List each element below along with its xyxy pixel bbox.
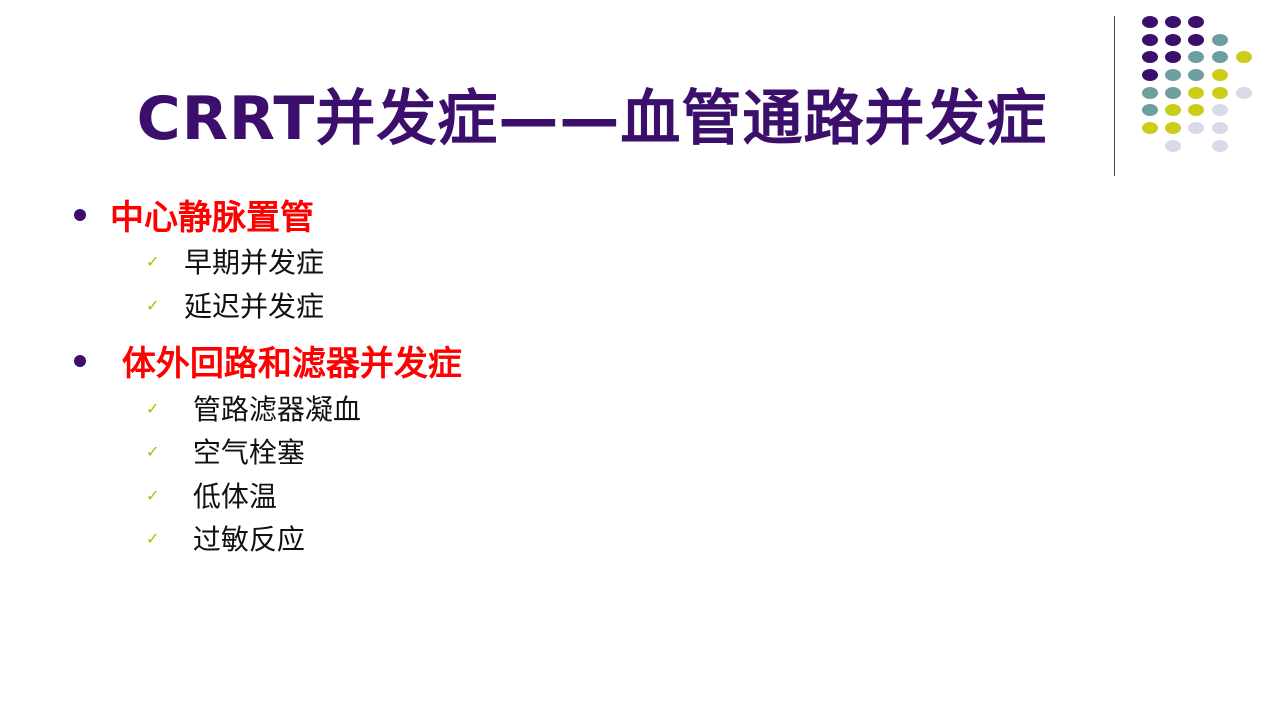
decorative-dot-grid	[0, 0, 1280, 200]
check-mark-icon: ✓	[146, 528, 160, 548]
sub-item-text: 早期并发症	[184, 246, 325, 279]
check-mark-icon: ✓	[146, 295, 160, 315]
dot	[1188, 51, 1204, 63]
check-mark-icon: ✓	[146, 398, 160, 418]
check-mark-icon: ✓	[146, 441, 160, 461]
section-heading: 中心静脉置管	[110, 198, 314, 238]
dot	[1212, 140, 1228, 152]
dot	[1188, 104, 1204, 116]
dot	[1212, 87, 1228, 99]
dot	[1165, 16, 1181, 28]
check-mark-icon: ✓	[146, 485, 160, 505]
dot	[1142, 122, 1158, 134]
dot	[1188, 87, 1204, 99]
bullet-item-central-venous: 中心静脉置管	[74, 190, 314, 239]
dot	[1188, 122, 1204, 134]
slide-title: CRRT并发症——血管通路并发症	[136, 84, 1048, 154]
sub-bullet-item: ✓ 延迟并发症	[146, 285, 324, 325]
dot	[1212, 34, 1228, 46]
dot	[1188, 69, 1204, 81]
dot	[1142, 69, 1158, 81]
divider-line	[1114, 16, 1115, 176]
dot	[1165, 87, 1181, 99]
bullet-item-extracorporeal: 体外回路和滤器并发症	[74, 336, 462, 385]
check-mark-icon: ✓	[146, 251, 160, 271]
dot	[1212, 104, 1228, 116]
dot	[1165, 104, 1181, 116]
sub-bullet-item: ✓ 过敏反应	[146, 518, 305, 558]
sub-bullet-item: ✓ 低体温	[146, 475, 277, 515]
dot	[1165, 51, 1181, 63]
filled-circle-bullet-icon	[74, 208, 86, 221]
sub-item-text: 低体温	[184, 480, 277, 513]
dot	[1165, 140, 1181, 152]
dot	[1142, 51, 1158, 63]
dot	[1142, 87, 1158, 99]
section-heading: 体外回路和滤器并发症	[110, 344, 462, 384]
sub-item-text: 延迟并发症	[184, 290, 325, 323]
sub-item-text: 管路滤器凝血	[184, 393, 361, 426]
dot	[1212, 69, 1228, 81]
filled-circle-bullet-icon	[74, 354, 86, 367]
dot	[1236, 51, 1252, 63]
dot	[1142, 104, 1158, 116]
dot	[1212, 51, 1228, 63]
dot	[1165, 69, 1181, 81]
dot	[1142, 16, 1158, 28]
sub-bullet-item: ✓ 早期并发症	[146, 241, 324, 281]
dot	[1236, 87, 1252, 99]
dot	[1188, 34, 1204, 46]
dot	[1142, 34, 1158, 46]
sub-bullet-item: ✓ 空气栓塞	[146, 431, 305, 471]
dot	[1188, 16, 1204, 28]
sub-item-text: 空气栓塞	[184, 436, 305, 469]
dot	[1212, 122, 1228, 134]
dot	[1165, 34, 1181, 46]
sub-item-text: 过敏反应	[184, 523, 305, 556]
dot	[1165, 122, 1181, 134]
sub-bullet-item: ✓ 管路滤器凝血	[146, 388, 361, 428]
